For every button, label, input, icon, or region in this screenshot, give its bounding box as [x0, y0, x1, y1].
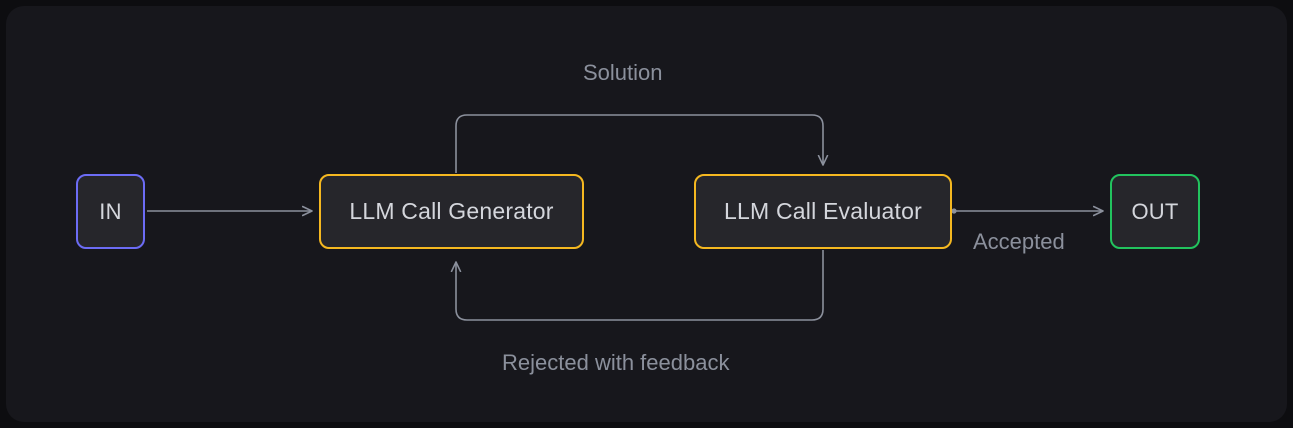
node-llm-call-generator[interactable]: LLM Call Generator: [319, 174, 584, 249]
node-llm-call-evaluator[interactable]: LLM Call Evaluator: [694, 174, 952, 249]
node-llm-call-evaluator-label: LLM Call Evaluator: [724, 198, 922, 224]
node-out[interactable]: OUT: [1110, 174, 1200, 249]
node-llm-call-generator-label: LLM Call Generator: [349, 198, 554, 224]
node-in[interactable]: IN: [76, 174, 145, 249]
edge-label-accepted: Accepted: [973, 229, 1065, 254]
edge-label-solution: Solution: [583, 60, 663, 85]
diagram-canvas: [6, 6, 1287, 422]
node-in-label: IN: [99, 198, 122, 224]
node-out-label: OUT: [1131, 198, 1179, 224]
edge-label-rejected-with-feedback: Rejected with feedback: [502, 350, 730, 375]
